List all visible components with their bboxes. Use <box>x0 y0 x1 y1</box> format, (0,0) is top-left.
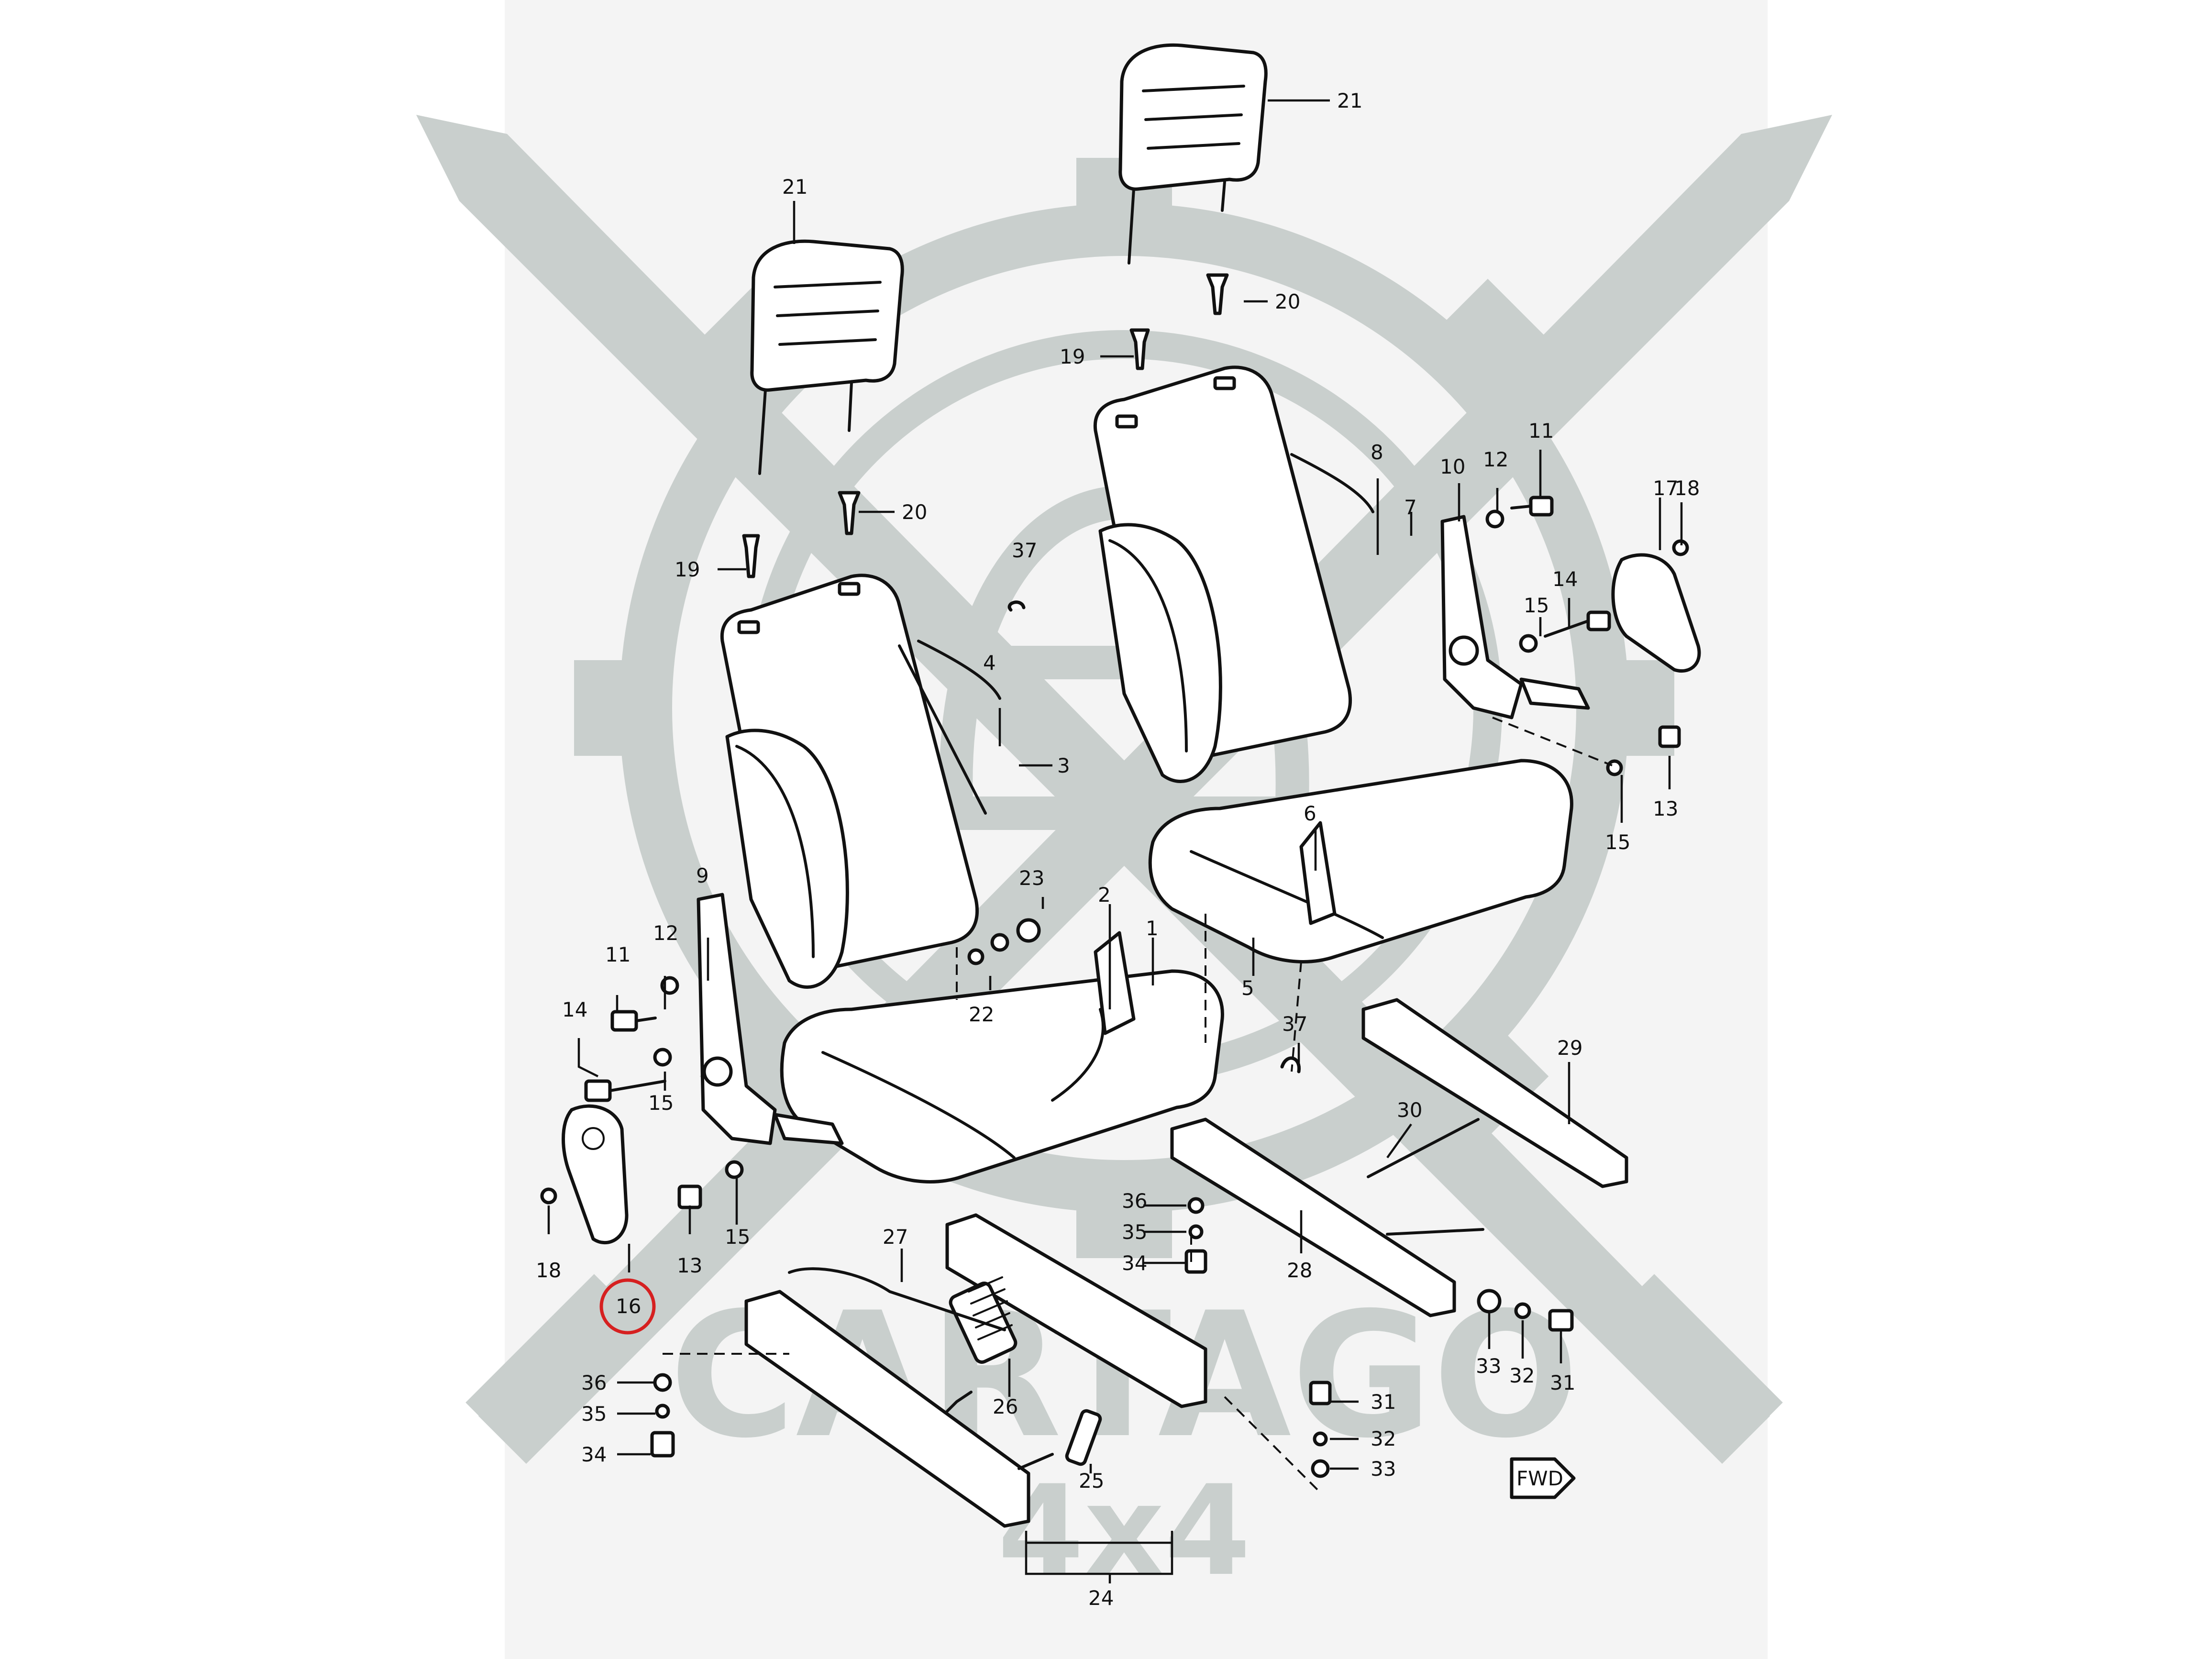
callout-26: 26 <box>993 1395 1018 1418</box>
callout-23: 23 <box>1019 866 1044 890</box>
seat-cushion-right <box>1148 759 1573 963</box>
callout-31b: 31 <box>1550 1371 1575 1394</box>
callout-32b: 32 <box>1509 1364 1535 1387</box>
callout-15a: 15 <box>1524 594 1549 617</box>
callout-30: 30 <box>1397 1098 1422 1122</box>
headrest-right <box>1118 43 1268 265</box>
callout-35b: 35 <box>581 1402 607 1426</box>
callout-37a: 37 <box>1012 539 1037 562</box>
callout-35a: 35 <box>1122 1220 1147 1244</box>
callout-37b: 37 <box>1282 1012 1307 1036</box>
callout-19a: 19 <box>1060 345 1085 368</box>
callout-33a: 33 <box>1371 1457 1396 1481</box>
callout-33b: 33 <box>1476 1354 1501 1378</box>
seat-rails <box>744 998 1628 1528</box>
callout-15c: 15 <box>648 1091 674 1115</box>
callout-13a: 13 <box>1653 797 1678 820</box>
callout-4: 4 <box>983 651 996 675</box>
callout-14b: 14 <box>562 998 587 1021</box>
callout-11b: 11 <box>605 943 630 966</box>
headrest-guides <box>742 273 1229 578</box>
callout-36b: 36 <box>581 1371 607 1394</box>
callout-3: 3 <box>1057 754 1070 777</box>
headrest-left <box>750 239 904 475</box>
leader-lines <box>547 99 1683 1583</box>
callout-29: 29 <box>1557 1036 1582 1060</box>
callout-18b: 18 <box>536 1259 561 1282</box>
watermark-4x4: 4x4 <box>997 1459 1251 1604</box>
callout-16: 16 <box>616 1294 641 1318</box>
parts-drawing: FWD <box>540 43 1701 1528</box>
callout-14a: 14 <box>1552 567 1578 591</box>
callout-31a: 31 <box>1371 1390 1396 1414</box>
callout-12a: 12 <box>1483 448 1508 471</box>
fwd-label: FWD <box>1516 1467 1563 1490</box>
callout-12b: 12 <box>653 921 678 945</box>
callout-34a: 34 <box>1122 1251 1147 1275</box>
assembly-guides <box>663 717 1613 1493</box>
callout-22: 22 <box>969 1003 994 1026</box>
callout-34b: 34 <box>581 1443 607 1466</box>
seat-back-right <box>1093 365 1374 783</box>
callout-21b: 21 <box>782 175 807 199</box>
callout-20a: 20 <box>1275 290 1300 313</box>
callout-25: 25 <box>1079 1469 1104 1493</box>
callout-5: 5 <box>1241 976 1254 1000</box>
callout-10: 10 <box>1440 455 1465 478</box>
seat-back-left <box>720 574 1001 989</box>
callout-8: 8 <box>1371 441 1383 464</box>
callout-15d: 15 <box>725 1225 750 1249</box>
callout-6: 6 <box>1304 802 1316 825</box>
callout-24: 24 <box>1088 1586 1114 1610</box>
callout-1: 1 <box>1146 917 1159 940</box>
callout-18a: 18 <box>1674 476 1700 500</box>
callout-19b: 19 <box>675 558 700 581</box>
callout-13b: 13 <box>677 1254 702 1277</box>
callout-2: 2 <box>1098 883 1111 907</box>
recliner-right <box>1440 515 1701 719</box>
callout-27: 27 <box>883 1225 908 1249</box>
callout-16-highlight-circle <box>599 1278 656 1335</box>
callout-15b: 15 <box>1605 830 1630 854</box>
callout-32a: 32 <box>1371 1427 1396 1450</box>
callout-17: 17 <box>1653 476 1678 500</box>
callout-21a: 21 <box>1337 89 1362 112</box>
callout-9: 9 <box>696 864 709 887</box>
callout-labels: 1 2 3 4 5 6 7 8 9 10 11 11 12 12 13 13 1… <box>536 89 1700 1610</box>
callout-7: 7 <box>1404 496 1417 519</box>
callout-20b: 20 <box>902 500 927 524</box>
callout-11a: 11 <box>1528 419 1554 442</box>
forward-arrow: FWD <box>1510 1457 1576 1499</box>
callout-36a: 36 <box>1122 1189 1147 1213</box>
recliner-left <box>562 893 844 1245</box>
callout-28: 28 <box>1287 1259 1312 1282</box>
